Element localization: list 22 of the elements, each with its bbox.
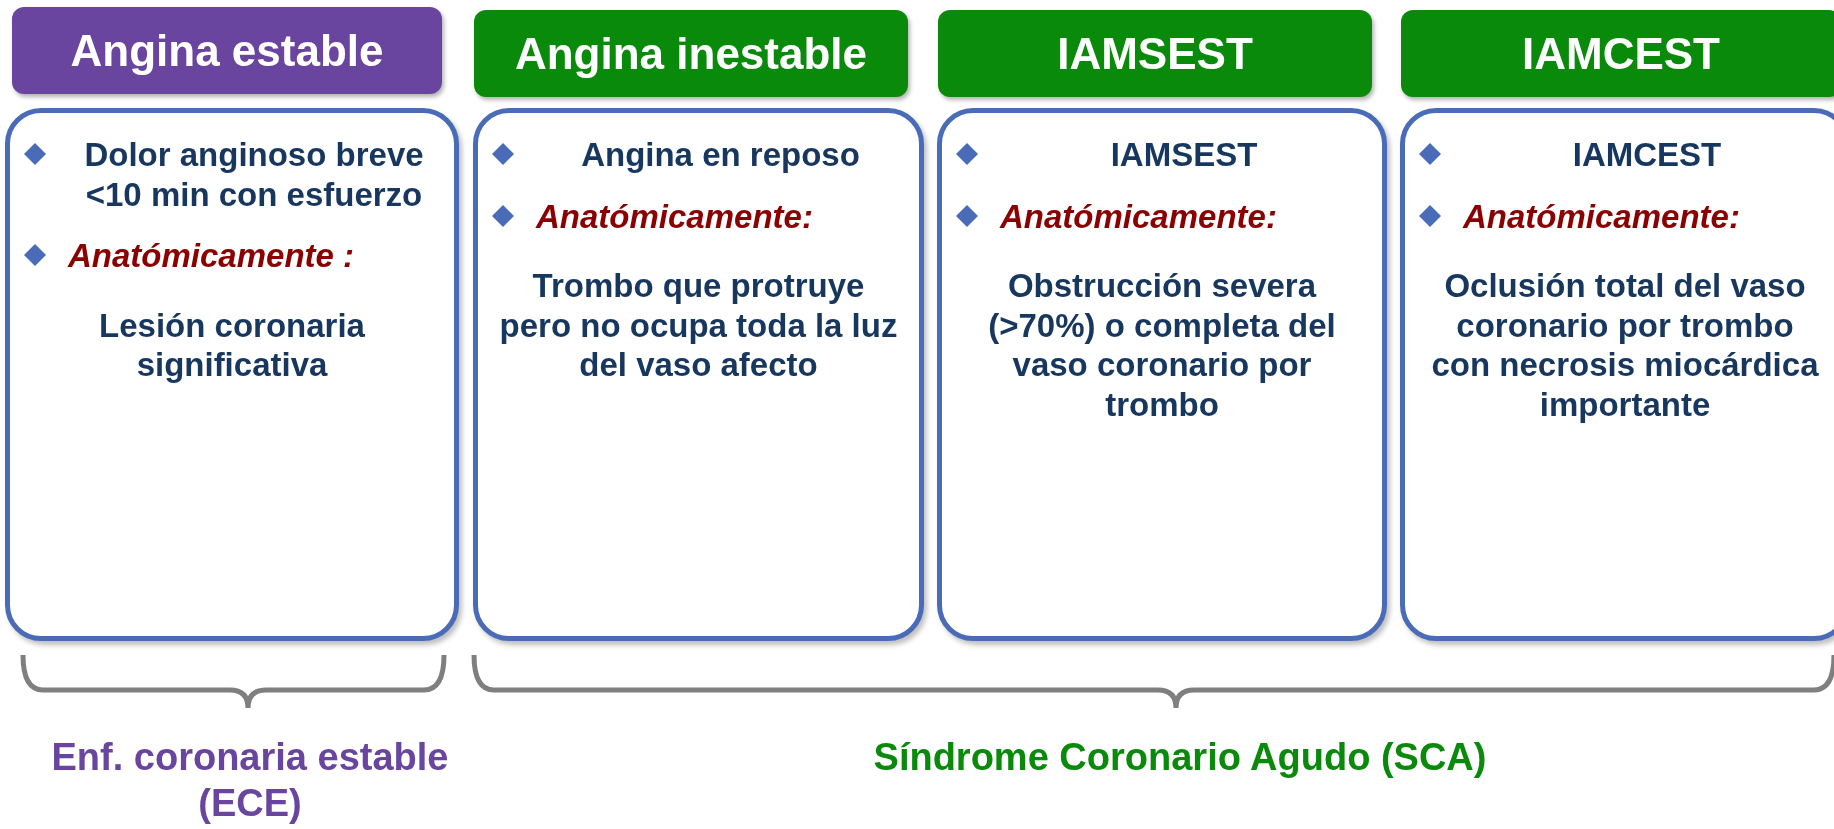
content-card [5,108,459,641]
bullet-text: IAMCEST [1571,135,1723,175]
content-card [937,108,1387,641]
subheading-text: Anatómicamente: [1000,196,1277,237]
header-box: Angina estable [12,7,442,94]
description-text: Oclusión total del vaso coronario por trombo con necrosis miocárdica importante [1430,266,1820,425]
description-text: Lesión coronaria significativa [98,305,366,385]
bullet-text: Dolor anginoso breve <10 min con esfuerzo [83,135,425,215]
header-box: Angina inestable [474,10,908,97]
group-label: Síndrome Coronario Agudo (SCA) [872,735,1488,780]
header-box: IAMSEST [938,10,1372,97]
description-text: Obstrucción severa (>70%) o completa del vaso coronario por trombo [987,266,1337,425]
content-card [473,108,924,641]
bullet-text: Angina en reposo [580,135,861,175]
description-text: Trombo que protruye pero no ocupa toda la luz del vaso afecto [498,266,899,385]
bullet-text: IAMSEST [1109,135,1259,175]
content-card [1400,108,1834,641]
subheading-text: Anatómicamente: [1463,196,1740,237]
header-box: IAMCEST [1401,10,1834,97]
group-label: Enf. coronaria estable (ECE) [50,735,450,826]
subheading-text: Anatómicamente: [536,196,813,237]
subheading-text: Anatómicamente : [68,236,355,276]
